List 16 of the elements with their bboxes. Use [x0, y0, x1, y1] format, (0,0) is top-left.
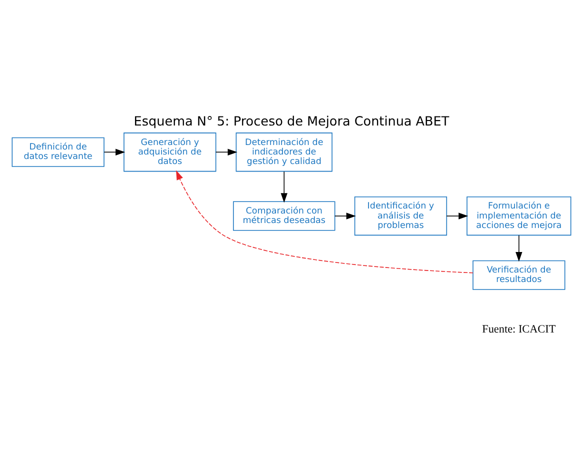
arrow	[516, 234, 522, 262]
node-box: Formulación e implementación de acciones de mejora	[466, 196, 572, 236]
diagram-title: Esquema N° 5: Proceso de Mejora Continua ABET	[134, 114, 450, 130]
node-box: Generación y adquisición de datos	[124, 132, 216, 172]
node-box: Identificación y análisis de problemas	[354, 196, 448, 236]
arrow	[176, 170, 474, 274]
label: Fuente: ICACIT	[482, 323, 556, 336]
arrow	[446, 212, 468, 220]
node-box: Comparación con métricas deseadas	[233, 201, 336, 231]
node-box: Verificación de resultados	[472, 260, 566, 290]
arrow	[104, 148, 126, 156]
node-box: Definición de datos relevante	[12, 137, 104, 167]
arrow	[280, 171, 288, 203]
arrow	[215, 148, 238, 156]
arrow	[334, 212, 356, 220]
node-box: Determinación de indicadores de gestión y calidad	[236, 132, 332, 172]
